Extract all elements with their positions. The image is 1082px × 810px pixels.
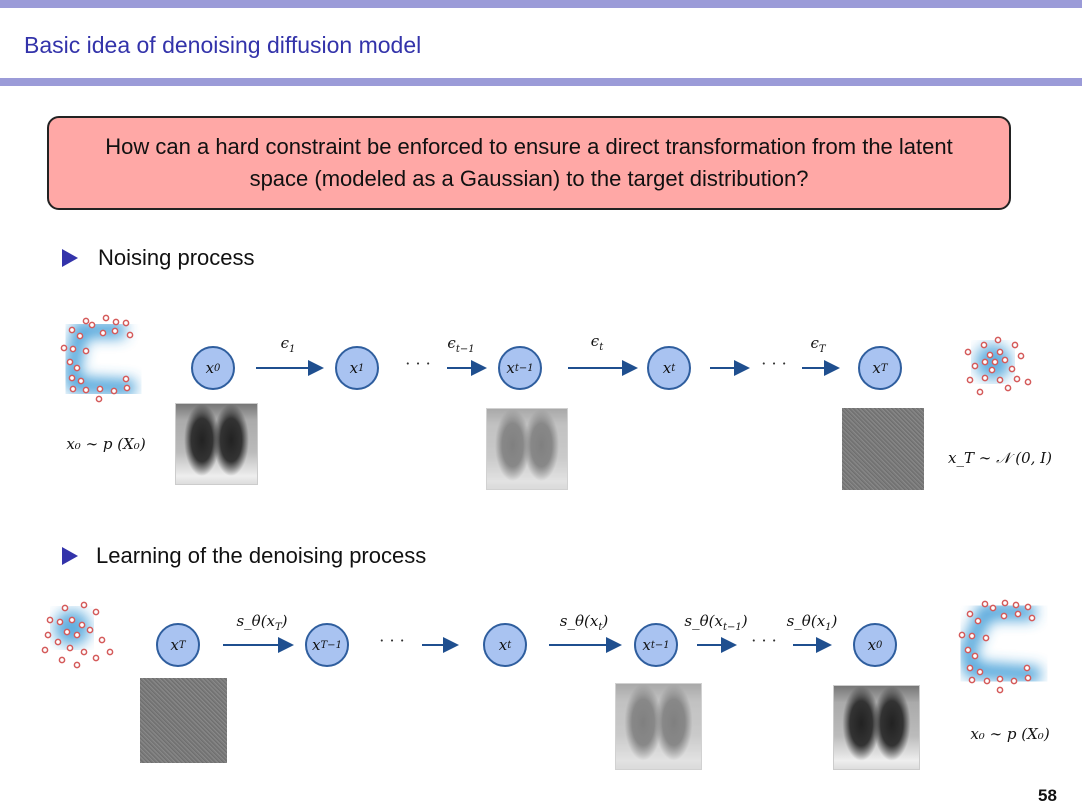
gaussian-cluster-right	[964, 336, 1032, 396]
slide-title: Basic idea of denoising diffusion model	[24, 32, 422, 58]
data-distribution-label: x₀ ∼ p (X₀)	[66, 435, 146, 453]
arrow-label-eps1: ϵ1	[280, 334, 296, 355]
gaussian-prior-label: x_T ∼ 𝒩 (0, I)	[948, 449, 1052, 467]
data-distribution-cluster-right	[958, 599, 1041, 694]
page-number: 58	[1038, 786, 1057, 805]
ellipsis: · · ·	[761, 354, 787, 373]
xray-image-clean	[833, 685, 920, 770]
noise-image	[140, 678, 227, 763]
bullet-triangle-icon	[62, 547, 78, 565]
bullet-triangle-icon	[62, 249, 78, 267]
data-distribution-label: x₀ ∼ p (X₀)	[970, 725, 1050, 743]
arrow-label-eps-t: ϵt	[590, 332, 604, 353]
data-distribution-cluster-left	[60, 314, 136, 403]
bullet-noising: Noising process	[98, 245, 255, 270]
xray-image-noisy	[486, 408, 568, 490]
top-bar	[0, 0, 1082, 8]
arrow-label-score-xT: s_θ(xT)	[236, 612, 288, 633]
ellipsis: · · ·	[405, 354, 431, 373]
gaussian-cluster-left	[41, 601, 114, 669]
xray-image-noisy	[615, 683, 702, 770]
title-underline-bar	[0, 78, 1082, 86]
arrow-label-eps-t-minus-1: ϵt−1	[447, 334, 475, 355]
xray-image-clean	[175, 403, 258, 485]
ellipsis: · · ·	[751, 631, 777, 650]
arrow-label-score-x1: s_θ(x1)	[786, 612, 838, 633]
noise-image	[842, 408, 924, 490]
arrow-label-score-xt-minus-1: s_θ(xt−1)	[684, 612, 748, 633]
ellipsis: · · ·	[379, 631, 405, 650]
bullet-denoising: Learning of the denoising process	[96, 543, 427, 568]
arrow-label-eps-T: ϵT	[810, 334, 826, 355]
arrow-label-score-xt: s_θ(xt)	[559, 612, 609, 633]
question-callout: How can a hard constraint be enforced to…	[47, 116, 1011, 210]
